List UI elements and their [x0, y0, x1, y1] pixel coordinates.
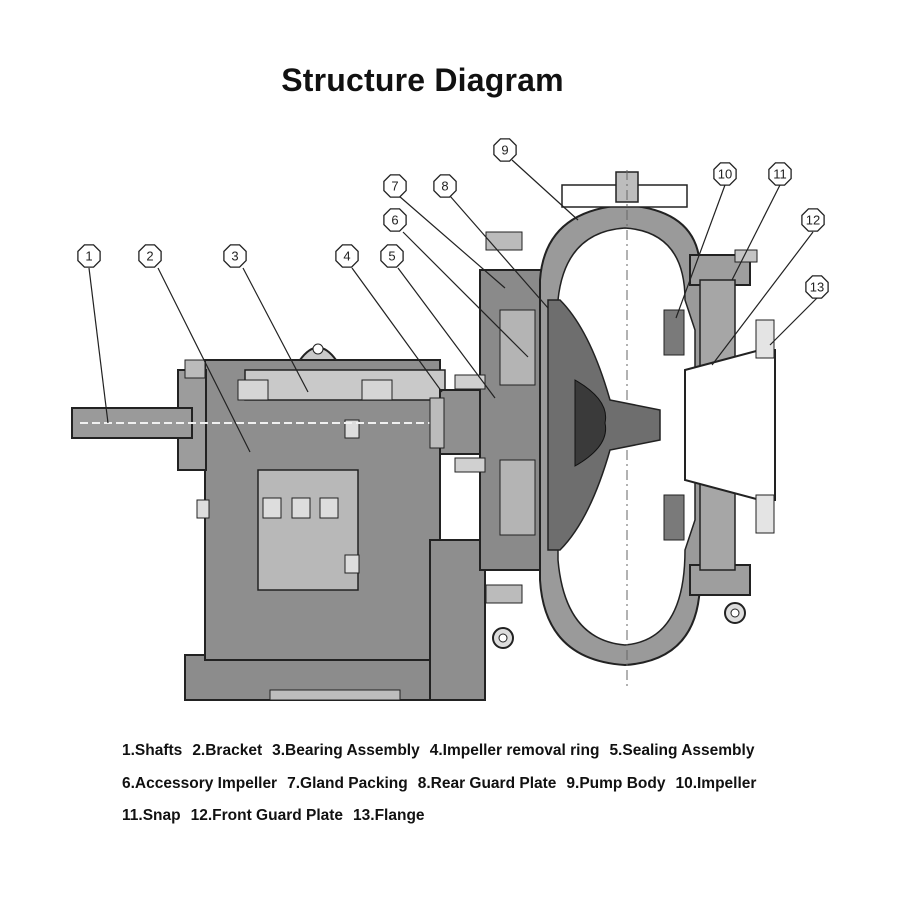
diagram-title: Structure Diagram — [281, 62, 564, 98]
callout-number: 4 — [343, 249, 350, 264]
front-guard-plate — [689, 249, 758, 624]
callout-number: 1 — [85, 249, 92, 264]
legend-item: 6.Accessory Impeller — [122, 775, 278, 792]
callout-badge — [138, 244, 162, 268]
callout-badge — [223, 244, 247, 268]
callout-number: 3 — [231, 249, 238, 264]
callout-number: 10 — [718, 167, 732, 182]
legend-line-2: 6.Accessory Impeller 7.Gland Packing 8.Rea… — [122, 775, 766, 793]
callout-badge — [805, 275, 829, 299]
legend-item: 8.Rear Guard Plate — [417, 775, 557, 792]
legend-item: 5.Sealing Assembly — [609, 742, 755, 759]
legend-item: 4.Impeller removal ring — [429, 742, 600, 759]
flange — [684, 319, 776, 534]
callout-number: 9 — [501, 143, 508, 158]
callout-badge — [335, 244, 359, 268]
legend-item: 3.Bearing Assembly — [272, 742, 420, 759]
callout-badge — [768, 162, 792, 186]
legend-item: 1.Shafts — [122, 742, 183, 759]
callout-number: 5 — [388, 249, 395, 264]
legend-item: 7.Gland Packing — [287, 775, 408, 792]
callout-badge — [383, 174, 407, 198]
callout-badge — [713, 162, 737, 186]
legend-item: 2.Bracket — [192, 742, 263, 759]
callout-number: 11 — [773, 167, 787, 182]
callout-number: 6 — [391, 213, 398, 228]
legend-line-3: 11.Snap 12.Front Guard Plate 13.Flange — [122, 807, 435, 825]
callout-number: 7 — [391, 179, 398, 194]
callout-number: 12 — [806, 213, 820, 228]
legend-item: 10.Impeller — [675, 775, 757, 792]
sealing-assembly — [454, 231, 543, 649]
callout-badge — [433, 174, 457, 198]
legend-item: 12.Front Guard Plate — [190, 807, 344, 824]
callout-number: 8 — [441, 179, 448, 194]
callout-badge — [383, 208, 407, 232]
callout-number: 2 — [146, 249, 153, 264]
callout-badge — [380, 244, 404, 268]
legend-item: 9.Pump Body — [566, 775, 666, 792]
callout-badge — [77, 244, 101, 268]
legend-line-1: 1.Shafts 2.Bracket 3.Bearing Assembly 4.Imp… — [122, 742, 764, 760]
callout-badge — [801, 208, 825, 232]
callout-badge — [493, 138, 517, 162]
legend-item: 11.Snap — [122, 807, 181, 824]
impeller — [547, 299, 685, 551]
callout-number: 13 — [810, 280, 824, 295]
leader-lines — [88, 159, 818, 453]
legend-item: 13.Flange — [353, 807, 425, 824]
